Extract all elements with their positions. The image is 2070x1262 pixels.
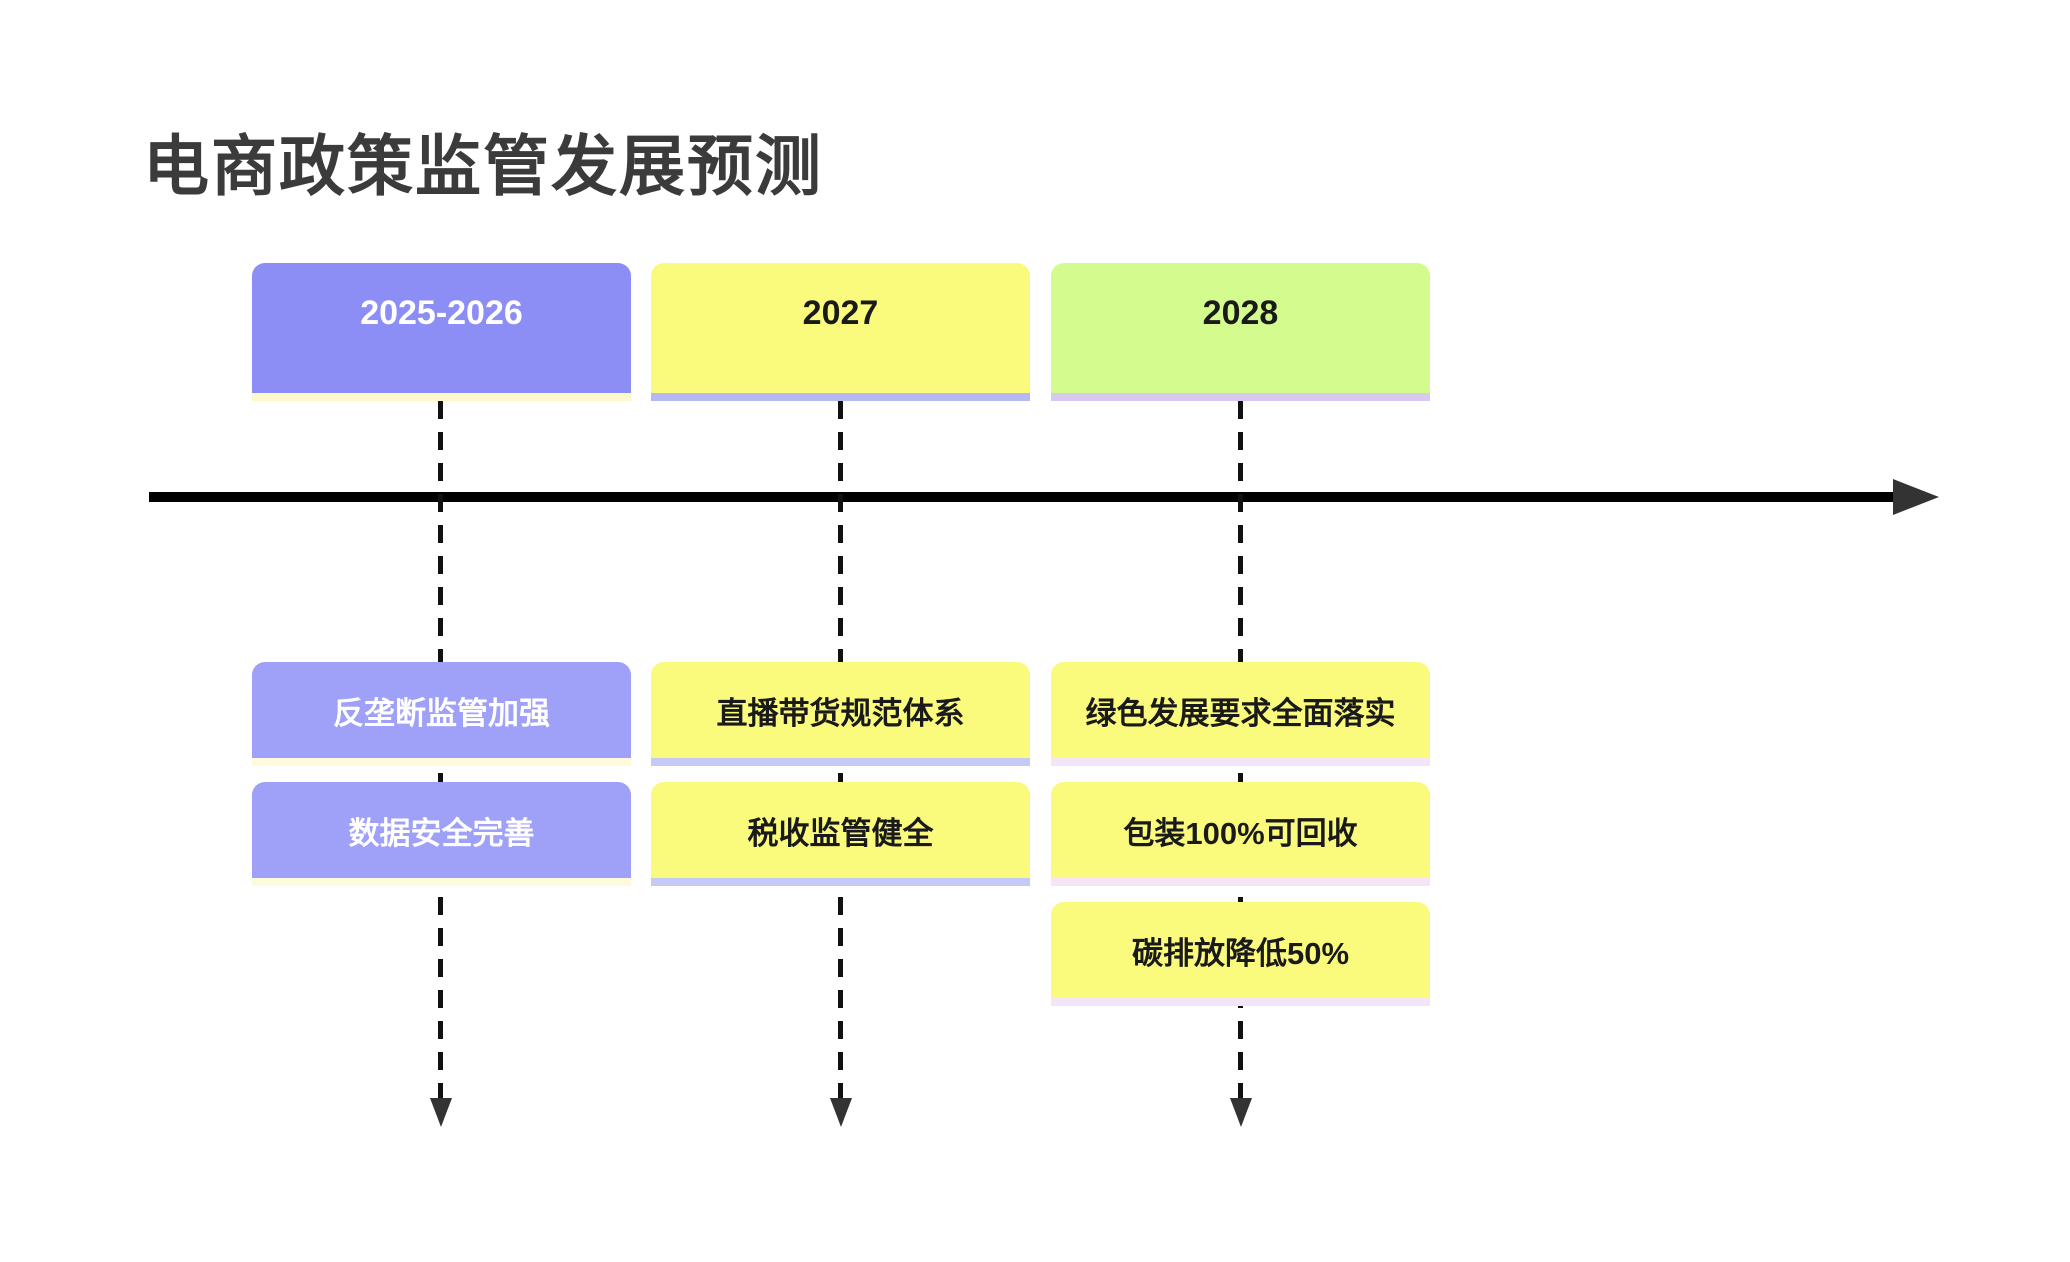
- shadow-strip: [252, 758, 631, 766]
- event-label: 包装100%可回收: [1123, 815, 1358, 851]
- shadow-strip: [651, 393, 1030, 401]
- event-label: 绿色发展要求全面落实: [1085, 695, 1396, 731]
- period-header-tile-2027: 2027: [651, 263, 1030, 401]
- event-tile: 反垄断监管加强: [252, 662, 631, 766]
- right-arrow-icon: [1893, 479, 1939, 515]
- event-face: 反垄断监管加强: [252, 662, 631, 758]
- event-face: 碳排放降低50%: [1051, 902, 1430, 998]
- event-tile: 数据安全完善: [252, 782, 631, 886]
- down-arrow-icon: [1230, 1098, 1252, 1127]
- event-face: 包装100%可回收: [1051, 782, 1430, 878]
- event-label: 税收监管健全: [747, 815, 934, 851]
- event-label: 碳排放降低50%: [1131, 935, 1350, 971]
- period-header-face: 2028: [1051, 263, 1430, 393]
- shadow-strip: [1051, 393, 1430, 401]
- down-arrow-icon: [830, 1098, 852, 1127]
- event-face: 数据安全完善: [252, 782, 631, 878]
- shadow-strip: [1051, 878, 1430, 886]
- event-tile: 绿色发展要求全面落实: [1051, 662, 1430, 766]
- event-label: 直播带货规范体系: [716, 695, 965, 731]
- event-tile: 直播带货规范体系: [651, 662, 1030, 766]
- event-face: 直播带货规范体系: [651, 662, 1030, 758]
- shadow-strip: [252, 878, 631, 886]
- event-face: 税收监管健全: [651, 782, 1030, 878]
- shadow-strip: [651, 758, 1030, 766]
- period-label: 2027: [802, 293, 879, 332]
- period-header-face: 2027: [651, 263, 1030, 393]
- event-tile: 包装100%可回收: [1051, 782, 1430, 886]
- event-label: 反垄断监管加强: [333, 695, 550, 731]
- shadow-strip: [651, 878, 1030, 886]
- event-tile: 碳排放降低50%: [1051, 902, 1430, 1006]
- shadow-strip: [1051, 998, 1430, 1006]
- period-label: 2025-2026: [360, 293, 523, 332]
- period-header-face: 2025-2026: [252, 263, 631, 393]
- timeline-axis: [149, 492, 1895, 502]
- down-arrow-icon: [430, 1098, 452, 1127]
- event-label: 数据安全完善: [348, 815, 535, 851]
- event-tile: 税收监管健全: [651, 782, 1030, 886]
- page-title: 电商政策监管发展预测: [143, 129, 823, 203]
- shadow-strip: [252, 393, 631, 401]
- shadow-strip: [1051, 758, 1430, 766]
- period-header-tile-2025-2026: 2025-2026: [252, 263, 631, 401]
- period-label: 2028: [1202, 293, 1279, 332]
- event-face: 绿色发展要求全面落实: [1051, 662, 1430, 758]
- period-header-tile-2028: 2028: [1051, 263, 1430, 401]
